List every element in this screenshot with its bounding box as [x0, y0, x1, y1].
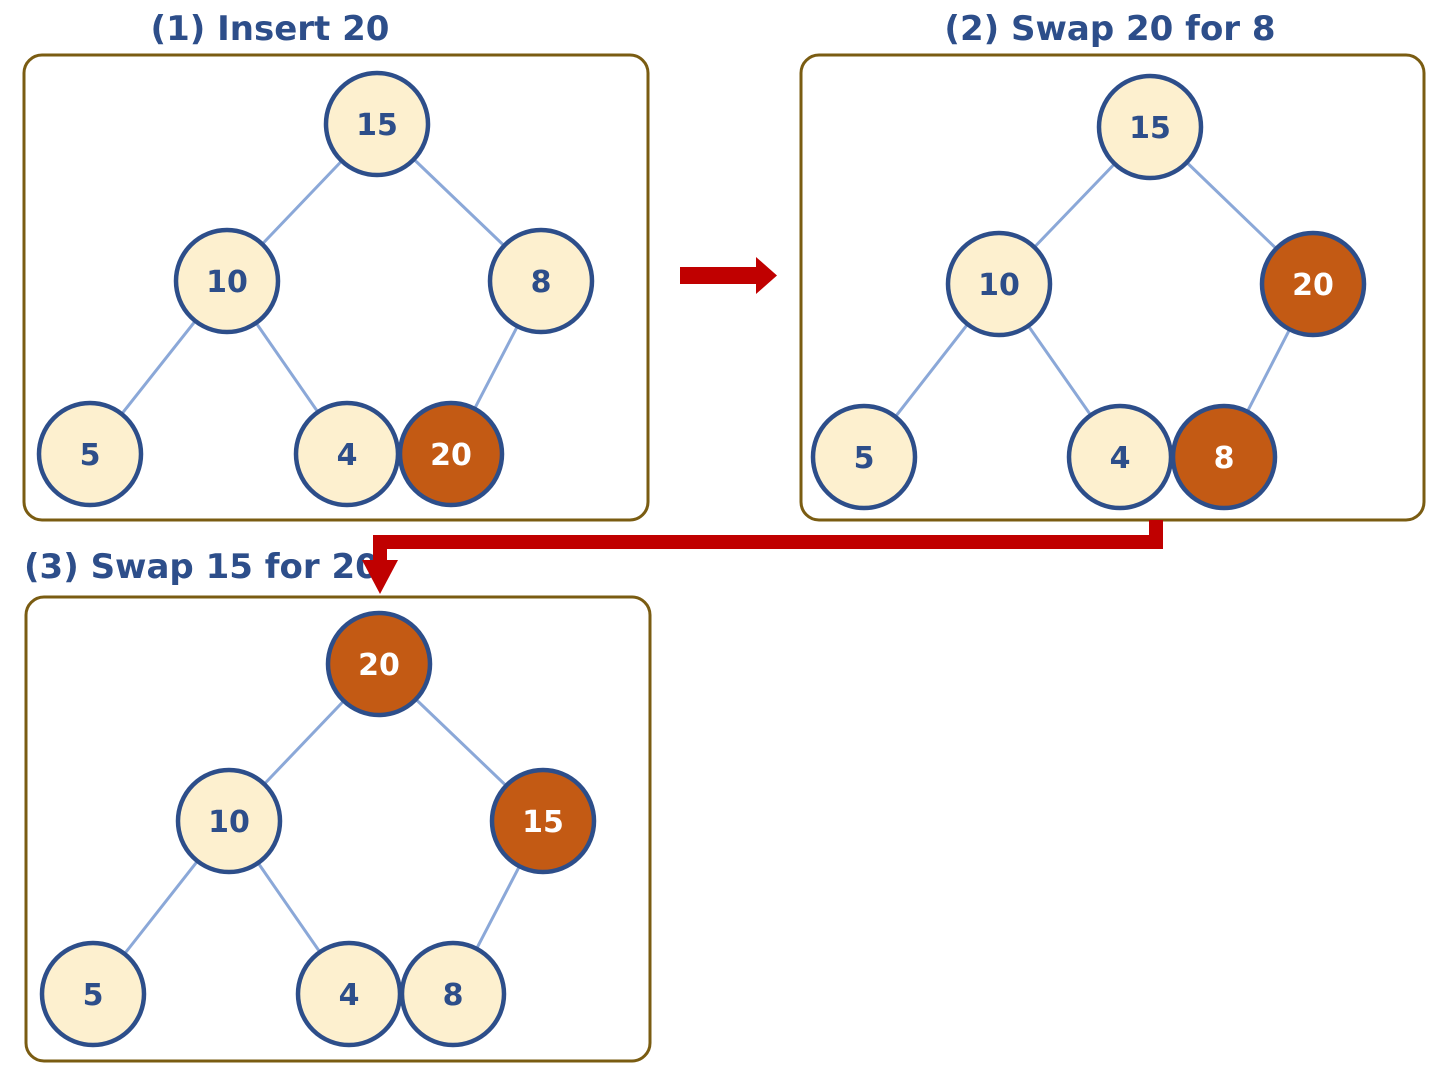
tree-edge	[256, 862, 322, 953]
tree-node-10: 10	[945, 230, 1053, 338]
tree-edge	[263, 699, 345, 786]
tree-node-15: 15	[489, 767, 597, 875]
node-label: 20	[430, 438, 472, 473]
node-circle	[325, 610, 433, 718]
arrow-shaft	[373, 520, 1163, 562]
panel-frame	[24, 595, 652, 1063]
tree-edge	[475, 865, 521, 950]
node-label: 5	[83, 978, 104, 1013]
panel-title: (1) Insert 20	[151, 9, 390, 49]
node-label: 15	[522, 805, 564, 840]
arrow-right	[680, 257, 777, 294]
tree-edge	[414, 698, 508, 787]
node-circle	[36, 400, 144, 508]
tree-node-8: 8	[399, 940, 507, 1048]
panel-2: (2) Swap 20 for 8 15 10 20 5 4 8	[799, 9, 1426, 522]
tree-edge	[1185, 161, 1278, 250]
node-label: 4	[339, 978, 360, 1013]
panel-frame	[799, 53, 1426, 522]
node-circle	[323, 70, 431, 178]
node-circle	[173, 227, 281, 335]
tree-edge	[261, 159, 343, 246]
panel-frame	[22, 53, 650, 522]
node-label: 15	[1129, 111, 1171, 146]
node-circle	[397, 400, 505, 508]
arrow-shaft	[680, 267, 758, 284]
tree-node-4: 4	[293, 400, 401, 508]
node-circle	[1170, 403, 1278, 511]
node-circle	[489, 767, 597, 875]
tree-edge	[123, 860, 199, 955]
panel-title: (3) Swap 15 for 20	[24, 547, 379, 587]
node-circle	[1259, 230, 1367, 338]
tree-edge	[894, 323, 969, 418]
tree-edge	[1245, 328, 1292, 413]
tree-node-8: 8	[1170, 403, 1278, 511]
node-label: 4	[337, 438, 358, 473]
node-label: 5	[80, 438, 101, 473]
node-label: 20	[358, 648, 400, 683]
arrow-head	[756, 257, 777, 294]
node-circle	[810, 403, 918, 511]
node-label: 15	[356, 108, 398, 143]
tree-edge	[412, 158, 506, 247]
node-label: 4	[1110, 441, 1131, 476]
node-circle	[399, 940, 507, 1048]
tree-node-4: 4	[1066, 403, 1174, 511]
node-label: 8	[1214, 441, 1235, 476]
node-label: 10	[978, 268, 1020, 303]
tree-edge	[1033, 162, 1116, 249]
node-label: 8	[443, 978, 464, 1013]
tree-node-20: 20	[397, 400, 505, 508]
panel-title: (2) Swap 20 for 8	[944, 9, 1275, 49]
node-label: 10	[206, 265, 248, 300]
tree-node-15: 15	[1096, 73, 1204, 181]
tree-node-20: 20	[1259, 230, 1367, 338]
node-label: 5	[854, 441, 875, 476]
tree-node-8: 8	[487, 227, 595, 335]
tree-node-10: 10	[175, 767, 283, 875]
tree-node-15: 15	[323, 70, 431, 178]
node-label: 20	[1292, 268, 1334, 303]
panel-1: (1) Insert 20 15 10 8 5 4 20	[22, 9, 650, 522]
tree-node-5: 5	[810, 403, 918, 511]
tree-edge	[254, 322, 320, 413]
node-circle	[39, 940, 147, 1048]
node-circle	[945, 230, 1053, 338]
node-circle	[1096, 73, 1204, 181]
arrow-down-left	[362, 520, 1163, 594]
tree-node-20: 20	[325, 610, 433, 718]
tree-edge	[120, 320, 197, 415]
node-label: 8	[531, 265, 552, 300]
tree-edge	[1027, 324, 1092, 417]
node-label: 10	[208, 805, 250, 840]
tree-node-5: 5	[39, 940, 147, 1048]
tree-node-4: 4	[295, 940, 403, 1048]
tree-node-10: 10	[173, 227, 281, 335]
panel-3: (3) Swap 15 for 20 20 10 15 5 4 8	[24, 547, 652, 1063]
arrow-head	[362, 560, 398, 594]
tree-node-5: 5	[36, 400, 144, 508]
tree-edge	[473, 325, 519, 410]
node-circle	[487, 227, 595, 335]
node-circle	[175, 767, 283, 875]
